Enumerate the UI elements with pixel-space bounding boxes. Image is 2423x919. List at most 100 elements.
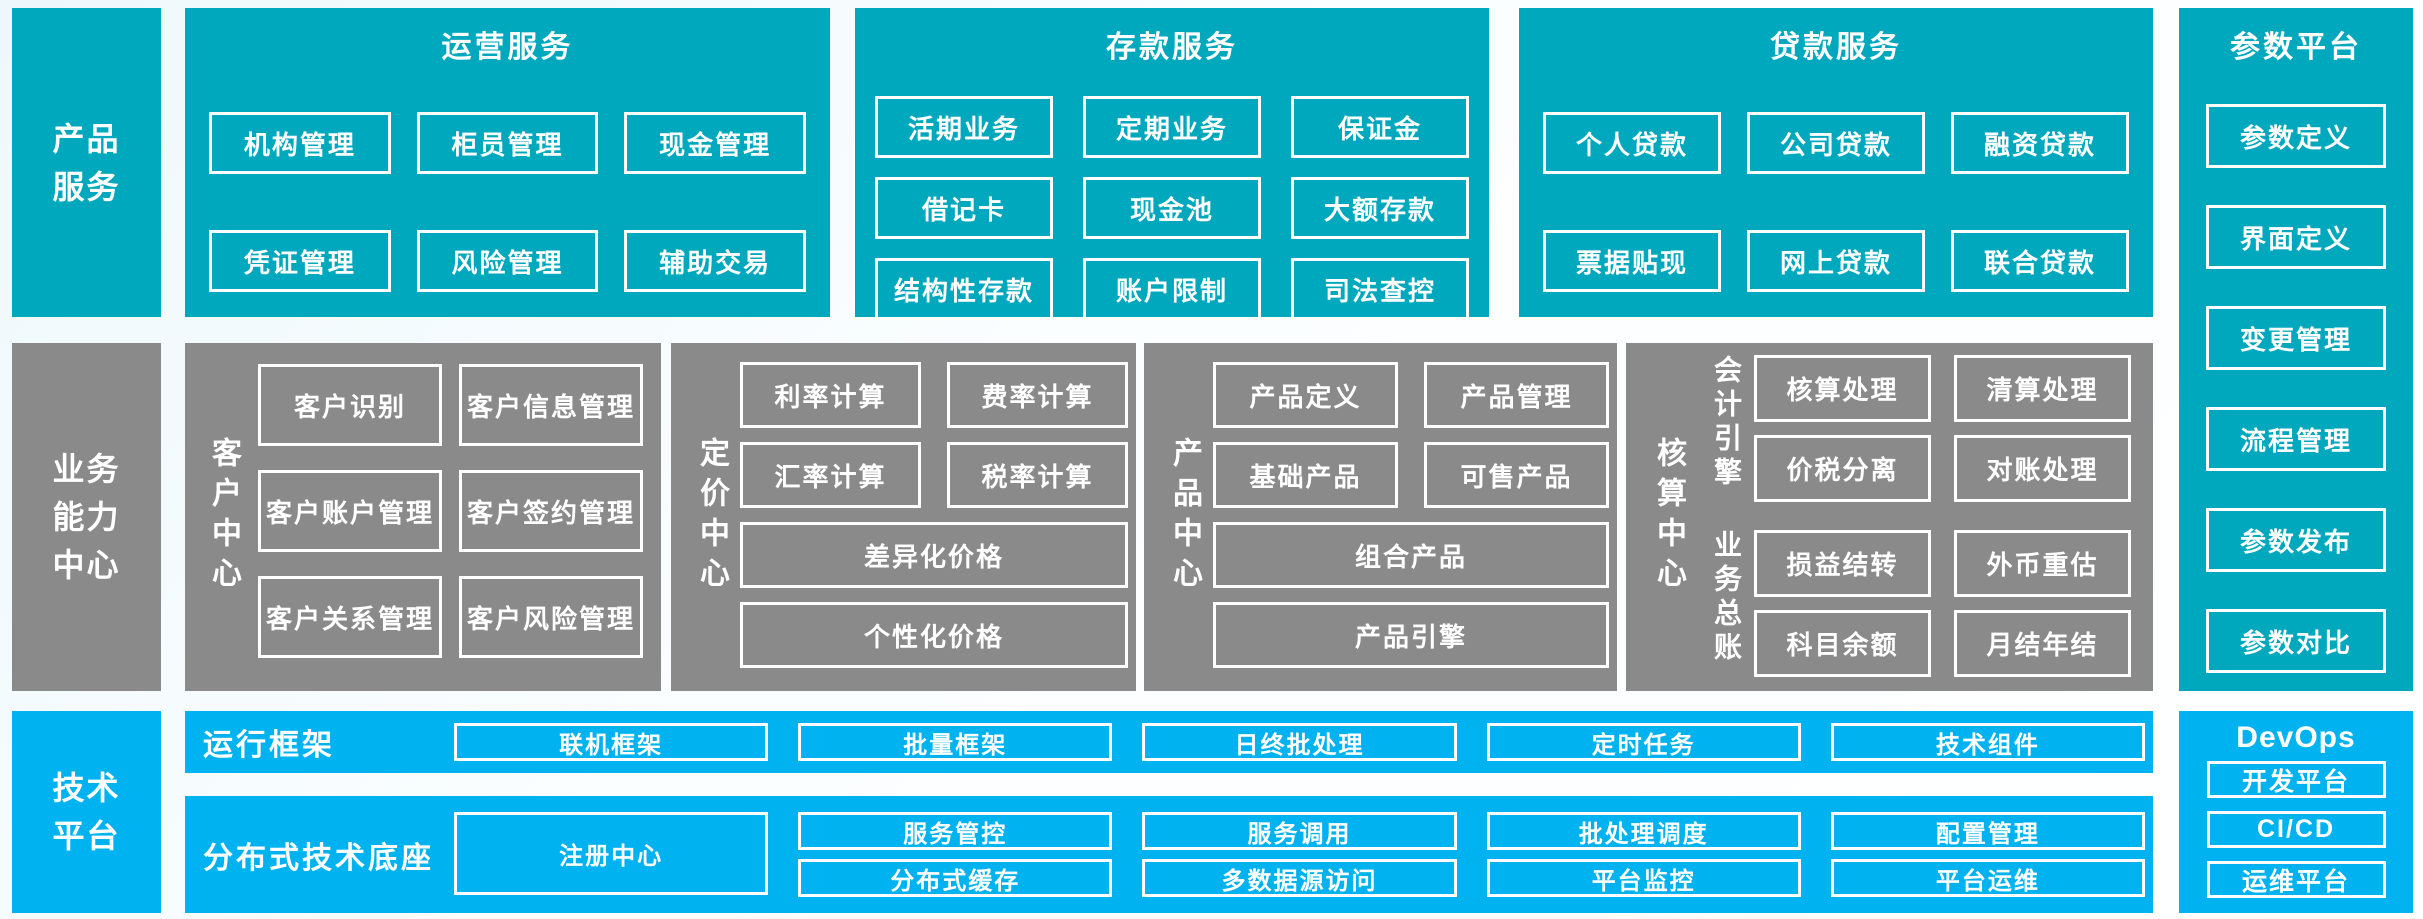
diagram-box: 结构性存款 — [875, 258, 1053, 320]
diagram-box: 配置管理 — [1830, 812, 2145, 850]
diagram-box: 机构管理 — [209, 112, 391, 174]
section-product-center: 产品中心 产品定义 产品管理 基础产品 可售产品 组合产品 产品引擎 — [1144, 343, 1617, 691]
runtime-framework-items: 联机框架 批量框架 日终批处理 定时任务 技术组件 — [454, 723, 2145, 761]
diagram-box: 税率计算 — [947, 442, 1128, 508]
diagram-box: 大额存款 — [1291, 177, 1469, 239]
customer-center-items: 客户识别 客户信息管理 客户账户管理 客户签约管理 客户关系管理 客户风险管理 — [258, 364, 643, 658]
diagram-box: 月结年结 — [1954, 610, 2131, 677]
diagram-box: 票据贴现 — [1543, 230, 1721, 292]
diagram-box: 批处理调度 — [1486, 812, 1801, 850]
diagram-box: 费率计算 — [947, 362, 1128, 428]
diagram-box: 网上贷款 — [1747, 230, 1925, 292]
diagram-box: 客户信息管理 — [459, 364, 643, 446]
diagram-box: 清算处理 — [1954, 355, 2131, 422]
diagram-box: 柜员管理 — [416, 112, 599, 174]
section-devops: DevOps 开发平台 CI/CD 运维平台 — [2179, 711, 2413, 913]
diagram-box: 融资贷款 — [1951, 112, 2129, 174]
diagram-box: 借记卡 — [875, 177, 1053, 239]
diagram-box: 账户限制 — [1083, 258, 1261, 320]
diagram-box: 基础产品 — [1213, 442, 1398, 508]
distributed-base-column: 批处理调度 平台监控 — [1486, 812, 1801, 897]
section-loan-services: 贷款服务 个人贷款 公司贷款 融资贷款 票据贴现 网上贷款 联合贷款 — [1519, 8, 2153, 317]
diagram-box: 风险管理 — [416, 230, 599, 292]
diagram-box: 现金管理 — [624, 112, 806, 174]
devops-title: DevOps — [2236, 721, 2356, 754]
diagram-box: 参数发布 — [2206, 508, 2386, 572]
section-title: 贷款服务 — [1770, 31, 1902, 64]
rail-product-services-label: 产品 服务 — [52, 120, 121, 205]
diagram-box: 产品定义 — [1213, 362, 1398, 428]
section-title: 参数平台 — [2230, 31, 2362, 64]
diagram-box: 汇率计算 — [740, 442, 921, 508]
pricing-center-items: 利率计算 费率计算 汇率计算 税率计算 差异化价格 个性化价格 — [740, 362, 1128, 668]
rail-tech-platform-label: 技术 平台 — [52, 770, 121, 854]
diagram-box: 对账处理 — [1954, 435, 2131, 502]
diagram-box: 司法查控 — [1291, 258, 1469, 320]
diagram-box: 活期业务 — [875, 96, 1053, 158]
diagram-box: 服务管控 — [798, 812, 1113, 850]
diagram-box: 批量框架 — [798, 723, 1113, 761]
diagram-box: 客户风险管理 — [459, 576, 643, 658]
diagram-box: 差异化价格 — [740, 522, 1128, 588]
diagram-box: 可售产品 — [1424, 442, 1609, 508]
diagram-box: 技术组件 — [1830, 723, 2145, 761]
diagram-box: 客户签约管理 — [459, 470, 643, 552]
diagram-box: 联机框架 — [454, 723, 769, 761]
diagram-box: 损益结转 — [1754, 530, 1931, 597]
accounting-engine-label: 会计引擎 — [1711, 355, 1742, 491]
diagram-box: 参数定义 — [2206, 104, 2386, 168]
section-parameter-platform: 参数平台 参数定义 界面定义 变更管理 流程管理 参数发布 参数对比 — [2179, 8, 2413, 691]
diagram-box: 平台监控 — [1486, 859, 1801, 897]
customer-center-label: 客户中心 — [207, 437, 240, 597]
diagram-box: 开发平台 — [2206, 761, 2386, 798]
diagram-box: 日终批处理 — [1142, 723, 1457, 761]
diagram-box: 保证金 — [1291, 96, 1469, 158]
diagram-box: 变更管理 — [2206, 306, 2386, 370]
section-runtime-framework: 运行框架 联机框架 批量框架 日终批处理 定时任务 技术组件 — [185, 711, 2153, 773]
deposit-items: 活期业务 定期业务 保证金 借记卡 现金池 大额存款 结构性存款 账户限制 司法… — [855, 96, 1489, 320]
diagram-box: 流程管理 — [2206, 407, 2386, 471]
diagram-box: 个性化价格 — [740, 602, 1128, 668]
parameter-platform-items: 参数定义 界面定义 变更管理 流程管理 参数发布 参数对比 — [2179, 104, 2413, 673]
runtime-framework-label: 运行框架 — [203, 729, 335, 762]
distributed-base-items: 注册中心 服务管控 分布式缓存 服务调用 多数据源访问 批处理调度 平台监控 配… — [454, 812, 2145, 897]
diagram-box: 个人贷款 — [1543, 112, 1721, 174]
product-center-label: 产品中心 — [1168, 437, 1201, 597]
loan-items: 个人贷款 公司贷款 融资贷款 票据贴现 网上贷款 联合贷款 — [1519, 112, 2153, 292]
diagram-box: 联合贷款 — [1951, 230, 2129, 292]
accounting-engine-items: 核算处理 清算处理 价税分离 对账处理 — [1754, 355, 2131, 502]
rail-business-centers-label: 业务 能力 中心 — [52, 451, 121, 583]
rail-business-centers: 业务 能力 中心 — [12, 343, 161, 691]
diagram-box: 科目余额 — [1754, 610, 1931, 677]
rail-tech-platform: 技术 平台 — [12, 711, 161, 913]
section-deposit-services: 存款服务 活期业务 定期业务 保证金 借记卡 现金池 大额存款 结构性存款 账户… — [855, 8, 1489, 320]
diagram-box: 价税分离 — [1754, 435, 1931, 502]
product-center-items: 产品定义 产品管理 基础产品 可售产品 组合产品 产品引擎 — [1213, 362, 1609, 668]
diagram-box: 服务调用 — [1142, 812, 1457, 850]
diagram-box: CI/CD — [2206, 811, 2386, 848]
distributed-base-label: 分布式技术底座 — [203, 841, 434, 875]
diagram-box: 辅助交易 — [624, 230, 806, 292]
diagram-box: 客户识别 — [258, 364, 442, 446]
operations-items: 机构管理 柜员管理 现金管理 凭证管理 风险管理 辅助交易 — [185, 112, 830, 292]
distributed-base-column: 配置管理 平台运维 — [1830, 812, 2145, 897]
diagram-box: 公司贷款 — [1747, 112, 1925, 174]
diagram-box: 多数据源访问 — [1142, 859, 1457, 897]
diagram-box: 定时任务 — [1486, 723, 1801, 761]
diagram-box: 平台运维 — [1830, 859, 2145, 897]
section-distributed-base: 分布式技术底座 注册中心 服务管控 分布式缓存 服务调用 多数据源访问 批处理调… — [185, 796, 2153, 913]
diagram-box: 凭证管理 — [209, 230, 391, 292]
diagram-box: 外币重估 — [1954, 530, 2131, 597]
business-ledger-items: 损益结转 外币重估 科目余额 月结年结 — [1754, 530, 2131, 677]
diagram-box: 客户账户管理 — [258, 470, 442, 552]
diagram-box: 客户关系管理 — [258, 576, 442, 658]
section-operations-services: 运营服务 机构管理 柜员管理 现金管理 凭证管理 风险管理 辅助交易 — [185, 8, 830, 317]
pricing-center-label: 定价中心 — [695, 437, 728, 597]
distributed-base-column: 服务管控 分布式缓存 — [798, 812, 1113, 897]
diagram-box: 利率计算 — [740, 362, 921, 428]
diagram-box: 运维平台 — [2206, 861, 2386, 898]
diagram-box: 产品引擎 — [1213, 602, 1609, 668]
distributed-base-column: 服务调用 多数据源访问 — [1142, 812, 1457, 897]
diagram-box: 注册中心 — [454, 812, 769, 895]
section-title: 存款服务 — [1106, 31, 1238, 64]
